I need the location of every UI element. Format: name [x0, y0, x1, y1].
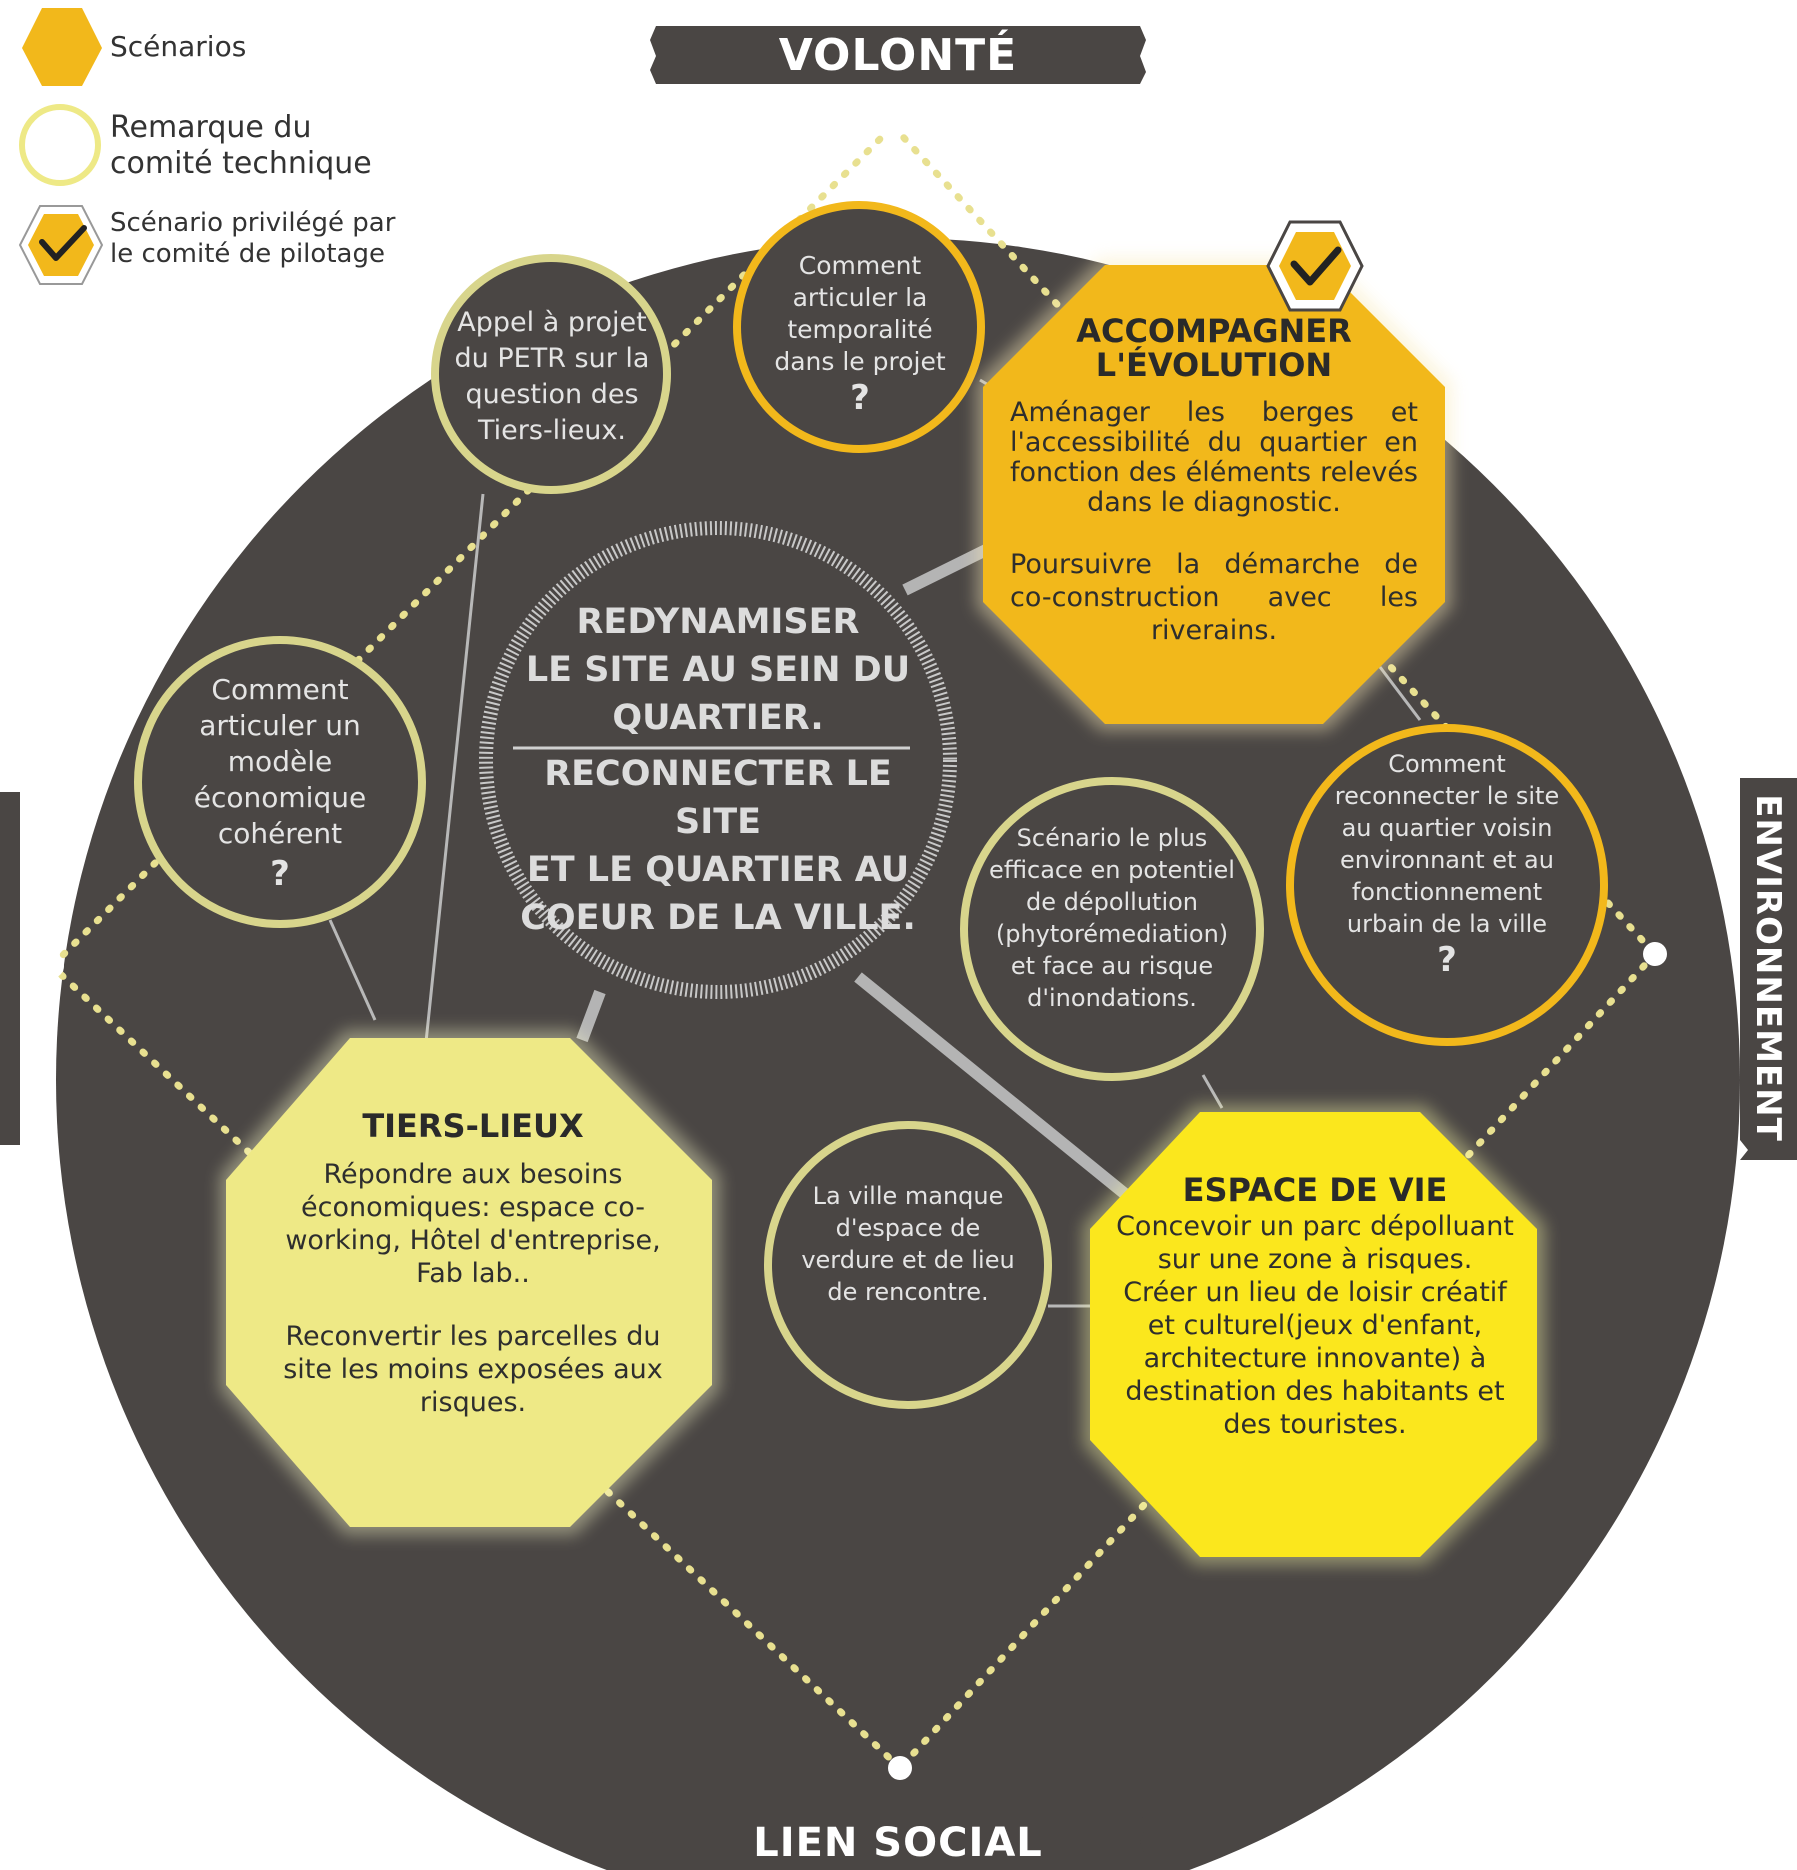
question-mark-reconnecter: ?: [1437, 940, 1457, 980]
legend-remark-line2: comité technique: [110, 146, 372, 181]
center-line5: ET LE QUARTIER AU: [526, 850, 910, 890]
diamond-node-left: [40, 954, 64, 978]
axis-top-label: VOLONTÉ POLITIQUE: [761, 30, 1035, 133]
remark-reconnecter: Comment reconnecter le site au quartier …: [1320, 748, 1574, 980]
center-line6: COEUR DE LA VILLE.: [520, 898, 916, 938]
main-circle: [56, 238, 1740, 1870]
scenario-espace-vie: ESPACE DE VIE Concevoir un parc dépollua…: [1110, 1170, 1520, 1441]
legend-remark-label: Remarque du comité technique: [110, 110, 372, 182]
scenario-octagon-tiers-lieux: [226, 1038, 712, 1527]
legend-priv-label: Scénario privilégé par le comité de pilo…: [110, 208, 395, 270]
scenario-tiers-lieux: TIERS-LIEUX Répondre aux besoins économi…: [282, 1104, 664, 1419]
legend-remark-line1: Remarque du: [110, 110, 312, 145]
remark-efficace-text: Scénario le plus efficace en potentiel d…: [989, 824, 1235, 1012]
diamond-node-right: [1643, 942, 1667, 966]
center-text-bottom: RECONNECTER LE SITE ET LE QUARTIER AU CO…: [500, 750, 936, 942]
remark-circle-modele: [134, 636, 426, 928]
tab-right: [1740, 778, 1797, 1160]
center-line3: QUARTIER.: [612, 698, 824, 738]
remark-temporalite: Comment articuler la temporalité dans le…: [760, 250, 960, 418]
remark-circle-appel: [431, 254, 671, 494]
legend-priv-line1: Scénario privilégé par: [110, 208, 396, 238]
axis-right-label: ENVIRONNEMENT: [1748, 794, 1788, 1142]
scenario-tiers-lieux-title: TIERS-LIEUX: [362, 1107, 584, 1145]
scenario-espace-vie-title: ESPACE DE VIE: [1182, 1171, 1448, 1209]
question-mark-temporalite: ?: [850, 378, 870, 418]
remark-appel-text: Appel à projet du PETR sur la question d…: [454, 307, 650, 446]
remark-modele-text: Comment articuler un modèle économique c…: [193, 673, 367, 850]
thick-connectors: [576, 542, 1134, 1203]
scenario-octagon-espace-vie: [1090, 1112, 1537, 1557]
tab-top: [650, 26, 1146, 84]
tab-left: [0, 792, 20, 1145]
scenario-tiers-lieux-body2: Reconvertir les parcelles du site les mo…: [283, 1321, 663, 1418]
center-line2: LE SITE AU SEIN DU: [525, 650, 911, 690]
tab-bottom: [650, 1812, 1146, 1870]
remark-temporalite-text: Comment articuler la temporalité dans le…: [774, 251, 946, 376]
center-circle-ticks: [479, 521, 957, 999]
remark-modele: Comment articuler un modèle économique c…: [160, 672, 400, 892]
legend-scenario-icon: [22, 8, 102, 86]
remark-reconnecter-text: Comment reconnecter le site au quartier …: [1334, 750, 1560, 938]
remark-circle-temporalite: [733, 201, 985, 453]
scenario-accompagner: ACCOMPAGNER L'ÉVOLUTION Aménager les ber…: [1010, 314, 1418, 647]
scenario-espace-vie-body1: Concevoir un parc dépolluant sur une zon…: [1116, 1211, 1514, 1275]
scenario-accompagner-title2: L'ÉVOLUTION: [1095, 346, 1333, 384]
remark-verdure-text: La ville manque d'espace de verdure et d…: [801, 1182, 1015, 1306]
legend-priv-line2: le comité de pilotage: [110, 239, 385, 269]
diamond-node-top: [881, 114, 905, 138]
remark-circle-efficace: [960, 777, 1264, 1081]
scenario-accompagner-body1: Aménager les berges et l'accessibilité d…: [1010, 397, 1418, 518]
center-text-top: REDYNAMISER LE SITE AU SEIN DU QUARTIER.: [500, 598, 936, 742]
scenario-octagon-accompagner: [983, 265, 1445, 724]
center-circle: [478, 520, 958, 1000]
check-badge-inner: [1279, 232, 1351, 300]
scenario-accompagner-title1: ACCOMPAGNER: [1076, 312, 1352, 350]
legend-check-icon: [39, 225, 87, 261]
scenario-accompagner-body2: Poursuivre la démarche de co-constructio…: [1010, 549, 1418, 646]
center-line1: REDYNAMISER: [576, 602, 860, 642]
legend-scenarios-label: Scénarios: [110, 30, 247, 63]
check-icon: [1290, 246, 1342, 286]
center-line4: RECONNECTER LE SITE: [544, 754, 892, 842]
legend-remark-icon: [19, 104, 101, 186]
question-mark-modele: ?: [270, 854, 290, 894]
legend-priv-icon-inner: [28, 214, 94, 276]
diamond-node-bottom: [888, 1756, 912, 1780]
axis-bottom-label: LIEN SOCIAL: [753, 1820, 1043, 1866]
scenario-espace-vie-body2: Créer un lieu de loisir créatif et cultu…: [1123, 1277, 1507, 1440]
scenario-tiers-lieux-body1: Répondre aux besoins économiques: espace…: [285, 1159, 661, 1289]
remark-circle-verdure: [764, 1121, 1052, 1409]
remark-circle-reconnecter: [1286, 724, 1608, 1046]
